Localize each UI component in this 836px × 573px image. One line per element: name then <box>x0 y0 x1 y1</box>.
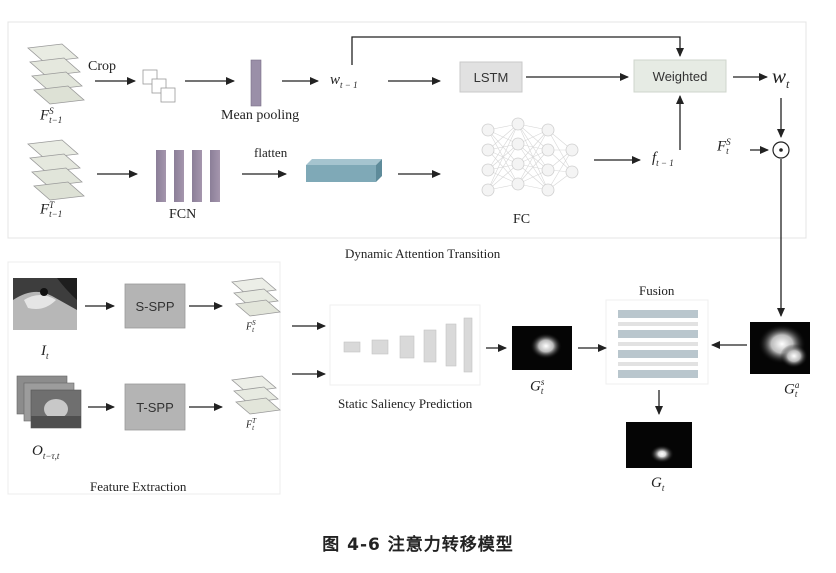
w-prev-main: w <box>330 72 341 88</box>
ga-sup: a <box>794 380 800 390</box>
figure-caption: 图 4-6 注意力转移模型 <box>322 535 514 555</box>
gs-sup: s <box>540 377 545 387</box>
fcn-bars <box>156 150 220 202</box>
it-sub: t <box>46 351 49 361</box>
static-saliency-pyramid <box>343 317 473 373</box>
crop-label: Crop <box>88 59 116 74</box>
fs-prev-main: F <box>40 107 50 124</box>
f-prev-main: f <box>652 150 657 166</box>
f-prev-label: ft − 1 <box>652 150 674 168</box>
w-prev-sub: t − 1 <box>340 80 358 90</box>
feature-extraction-border <box>7 261 281 495</box>
t-spp-box: T-SPP <box>136 399 174 415</box>
static-saliency-title: Static Saliency Prediction <box>338 396 473 411</box>
g-label: Gt <box>651 475 664 493</box>
top-section-border <box>7 21 807 239</box>
fs-t-sup: S <box>252 319 256 327</box>
g-main: G <box>651 475 662 491</box>
lstm-box: LSTM <box>473 69 509 85</box>
ft-prev-main: F <box>40 201 50 218</box>
fusion-block <box>618 310 698 378</box>
weighted-box-bg <box>633 59 727 93</box>
feature-stack-fs-t <box>231 277 281 317</box>
feature-stack-ft-t <box>231 375 281 415</box>
o-main: O <box>32 443 43 459</box>
fs-t-main: F <box>246 321 253 333</box>
fs-right-main: F <box>717 138 727 155</box>
it-label: It <box>41 343 49 361</box>
flatten-label: flatten <box>254 145 288 160</box>
fcn-label: FCN <box>169 207 197 222</box>
fusion-border <box>605 299 709 385</box>
ft-prev-sub: t−1 <box>49 209 63 219</box>
w-out-label: wt <box>772 64 789 92</box>
fs-prev-sub: t−1 <box>49 115 63 125</box>
fs-right-sub: t <box>726 146 729 156</box>
ft-t-sub: t <box>252 424 255 432</box>
s-spp-box: S-SPP <box>135 298 175 314</box>
input-frames-o <box>16 375 82 429</box>
lstm-box-bg <box>459 61 523 93</box>
gs-sub: t <box>540 386 544 396</box>
flatten-vector <box>306 159 382 182</box>
input-image-it <box>13 278 77 330</box>
mean-pooling-label: Mean pooling <box>221 108 300 123</box>
fc-network <box>487 123 573 191</box>
o-label: Ot−τ,t <box>32 443 59 461</box>
f-prev-sub: t − 1 <box>656 158 674 168</box>
ft-t-main: F <box>246 419 253 431</box>
feature-extraction-title: Feature Extraction <box>90 479 187 494</box>
fs-prev-sup: S <box>49 106 54 116</box>
fs-t-sub: t <box>252 326 255 334</box>
w-prev-label: wt − 1 <box>330 72 358 90</box>
ga-main: G <box>784 381 795 398</box>
fc-nodes <box>481 117 579 197</box>
it-main: I <box>41 343 46 359</box>
weighted-box: Weighted <box>652 68 708 84</box>
ga-sub: t <box>794 389 798 399</box>
fs-right-sup: S <box>726 137 731 147</box>
fc-label: FC <box>513 212 531 227</box>
crop-patches <box>142 69 176 103</box>
t-spp-box-bg <box>124 383 186 431</box>
static-saliency-border <box>329 304 481 386</box>
w-out-main: w <box>772 64 787 88</box>
ft-prev-sup: T <box>49 200 55 210</box>
mean-pooling-bar <box>250 59 262 107</box>
g-sub: t <box>661 483 665 493</box>
s-spp-box-bg <box>124 283 186 329</box>
dynamic-attention-title: Dynamic Attention Transition <box>345 246 501 261</box>
feature-stack-fs-prev <box>27 43 85 105</box>
fusion-label: Fusion <box>639 283 675 298</box>
o-sub: t−τ,t <box>42 451 60 461</box>
w-out-sub: t <box>786 77 790 92</box>
saliency-map-g <box>626 422 692 468</box>
saliency-map-ga <box>750 322 810 374</box>
saliency-map-gs <box>512 326 572 370</box>
ft-t-sup: T <box>252 417 257 425</box>
feature-stack-ft-prev <box>27 139 85 201</box>
gs-main: G <box>530 378 541 395</box>
